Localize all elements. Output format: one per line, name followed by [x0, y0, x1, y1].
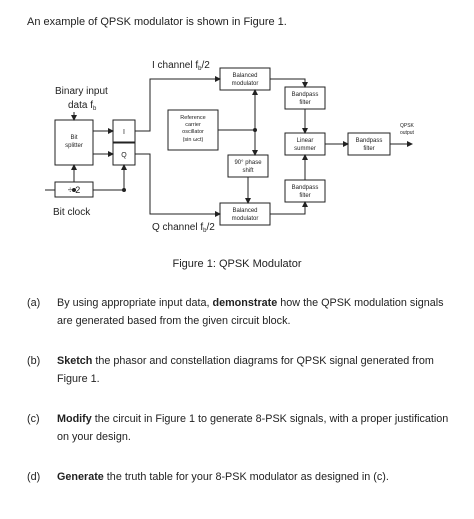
question-b: (b) Sketch the phasor and constellation …	[27, 352, 457, 388]
question-label: (d)	[27, 471, 41, 483]
reference-oscillator-label: (sin ωct)	[183, 137, 204, 143]
q-channel-label: Q channel fb/2	[152, 222, 215, 234]
binary-input-label: Binary input	[55, 86, 108, 97]
qpsk-output-label: output	[400, 130, 415, 136]
linear-summer-label: summer	[294, 146, 316, 152]
balanced-modulator-bottom-label: modulator	[232, 216, 259, 222]
bandpass-filter-top-label: Bandpass	[292, 92, 319, 98]
qpsk-output-label: QPSK	[400, 123, 415, 129]
question-text: Modify the circuit in Figure 1 to genera…	[57, 413, 449, 443]
question-d: (d) Generate the truth table for your 8-…	[27, 468, 457, 486]
bandpass-filter-output-label: filter	[363, 146, 374, 152]
reference-oscillator-label: Reference	[180, 115, 205, 121]
i-channel-label: I channel fb/2	[152, 60, 210, 72]
question-label: (a)	[27, 297, 41, 309]
q-latch-label: Q	[121, 152, 127, 159]
figure-caption: Figure 1: QPSK Modulator	[172, 258, 302, 270]
question-text: Generate the truth table for your 8-PSK …	[57, 471, 389, 483]
question-label: (c)	[27, 413, 40, 425]
bit-splitter-label: splitter	[65, 143, 83, 149]
reference-oscillator-label: oscillator	[182, 129, 204, 135]
balanced-modulator-top-label: Balanced	[232, 73, 257, 79]
junction-dots	[72, 128, 257, 192]
question-a: (a) By using appropriate input data, dem…	[27, 294, 457, 330]
phase-shift-label: 90° phase	[234, 160, 262, 166]
qpsk-block-diagram: Binary input data fb I channel fb/2 Q ch…	[45, 60, 415, 234]
linear-summer-label: Linear	[297, 138, 314, 144]
bit-clock-label: Bit clock	[53, 207, 91, 218]
question-text: By using appropriate input data, demonst…	[57, 297, 444, 327]
bit-splitter-label: Bit	[70, 135, 77, 141]
i-latch-label: I	[123, 129, 125, 136]
binary-input-rate: data fb	[68, 100, 97, 112]
bandpass-filter-output-label: Bandpass	[356, 138, 383, 144]
balanced-modulator-top-label: modulator	[232, 81, 259, 87]
bandpass-filter-bottom-label: filter	[299, 193, 310, 199]
question-c: (c) Modify the circuit in Figure 1 to ge…	[27, 410, 457, 446]
phase-shift-label: shift	[242, 168, 253, 174]
bandpass-filter-top-label: filter	[299, 100, 310, 106]
signal-wires	[45, 76, 413, 217]
question-label: (b)	[27, 355, 41, 367]
intro-text: An example of QPSK modulator is shown in…	[27, 16, 287, 28]
balanced-modulator-bottom-label: Balanced	[232, 208, 257, 214]
reference-oscillator-label: carrier	[185, 122, 201, 128]
question-text: Sketch the phasor and constellation diag…	[57, 355, 434, 385]
bandpass-filter-bottom-label: Bandpass	[292, 185, 319, 191]
